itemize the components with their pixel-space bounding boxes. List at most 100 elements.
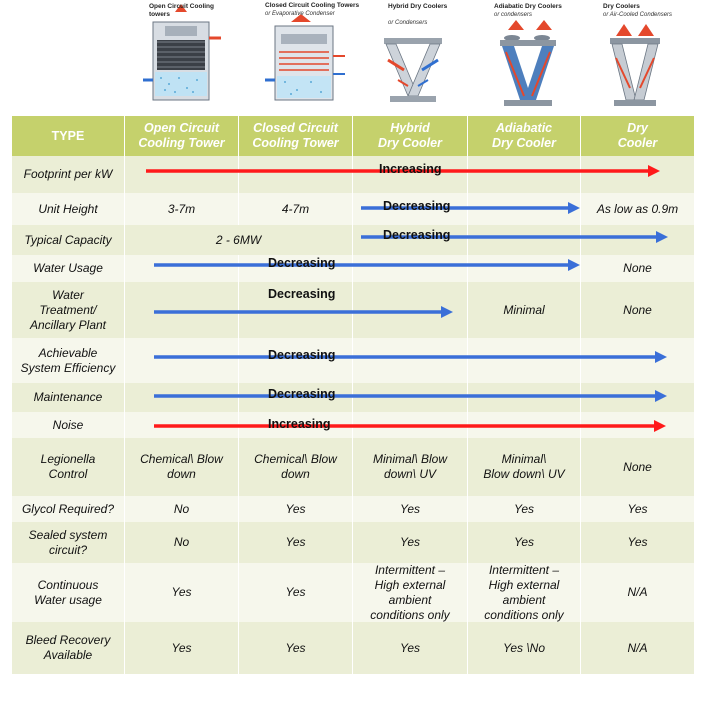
table-cell: Yes xyxy=(239,622,353,674)
table-cell xyxy=(353,383,468,412)
table-cell xyxy=(468,255,581,282)
row-label: Glycol Required? xyxy=(12,496,125,522)
image-title: Adiabatic Dry Coolers xyxy=(494,3,562,10)
table-cell-text: N/A xyxy=(627,640,648,655)
table-cell: Yes xyxy=(353,522,468,563)
table-cell: Yes xyxy=(468,522,581,563)
table-cell-text: Yes \No xyxy=(502,640,546,655)
table-cell: 3-7m xyxy=(125,193,239,225)
table-cell: Yes xyxy=(468,496,581,522)
table-cell: 4-7m xyxy=(239,193,353,225)
table-cell-text: Yes xyxy=(171,585,192,599)
table-cell xyxy=(468,338,581,383)
image-title: Dry Coolers xyxy=(603,3,640,10)
table-cell-text: Yes xyxy=(627,535,648,549)
row-label: Noise xyxy=(12,412,125,438)
row-label: Water Treatment/ Ancillary Plant xyxy=(12,282,125,338)
table-cell xyxy=(581,225,695,255)
image-title: Open Circuit Cooling towers xyxy=(149,3,214,18)
table-row-noise: Noise xyxy=(12,412,695,438)
table-cell: None xyxy=(581,255,695,282)
table-cell-text: None xyxy=(623,261,652,275)
table-cell: Minimal\ Blow down\ UV xyxy=(468,438,581,496)
row-label-text: Glycol Required? xyxy=(21,501,115,516)
header-column-5: Dry Cooler xyxy=(581,116,695,156)
table-cell: Chemical\ Blow down xyxy=(125,438,239,496)
table-cell xyxy=(353,282,468,338)
table-cell xyxy=(353,156,468,193)
dry-cooler-illustration: Dry Coolers or Air-Cooled Condensers xyxy=(596,0,704,114)
header-type-cell: TYPE xyxy=(12,116,125,156)
table-cell xyxy=(239,383,353,412)
table-cell: Yes xyxy=(353,496,468,522)
table-cell-text: Minimal\ Blow down\ UV xyxy=(372,452,447,481)
table-cell xyxy=(468,193,581,225)
table-cell: Yes xyxy=(581,522,695,563)
table-cell-text: Intermittent – High external ambient con… xyxy=(370,562,450,622)
table-cell-text: Chemical\ Blow down xyxy=(254,452,337,481)
image-title: Closed Circuit Cooling Towers xyxy=(265,2,360,9)
table-cell-text: Yes xyxy=(399,535,420,549)
header-column-4-text: Adiabatic Dry Cooler xyxy=(492,121,556,150)
table-cell: Yes xyxy=(353,622,468,674)
row-label: Continuous Water usage xyxy=(12,563,125,622)
table-cell-text: Yes xyxy=(285,585,306,599)
table-cell: Intermittent – High external ambient con… xyxy=(468,563,581,622)
row-label: Bleed Recovery Available xyxy=(12,622,125,674)
table-cell-text: Yes xyxy=(171,640,192,655)
header-column-2-text: Closed Circuit Cooling Tower xyxy=(252,121,339,150)
table-cell-text: As low as 0.9m xyxy=(596,201,679,216)
table-cell xyxy=(468,383,581,412)
table-cell-text: 2 - 6MW xyxy=(215,232,262,247)
table-cell xyxy=(239,282,353,338)
row-label: Unit Height xyxy=(12,193,125,225)
table-cell: N/A xyxy=(581,563,695,622)
table-cell-text: Yes xyxy=(513,535,534,549)
table-cell-text: N/A xyxy=(627,585,648,599)
image-title: Hybrid Dry Coolers xyxy=(388,3,448,10)
row-label-text: Footprint per kW xyxy=(23,167,113,181)
header-column-1-text: Open Circuit Cooling Tower xyxy=(138,121,225,150)
table-cell: Yes xyxy=(239,522,353,563)
header-row: TYPE Open Circuit Cooling Tower Closed Cir… xyxy=(12,116,695,156)
closed-circuit-tower-illustration: Closed Circuit Cooling Towers or Evapora… xyxy=(255,0,365,114)
table-cell: Yes xyxy=(125,622,239,674)
table-cell: Minimal xyxy=(468,282,581,338)
table-cell xyxy=(239,338,353,383)
table-cell xyxy=(125,338,239,383)
table-cell-text: 4-7m xyxy=(281,201,310,216)
row-label-text: Maintenance xyxy=(33,390,103,404)
table-cell-text: Minimal\ Blow down\ UV xyxy=(483,452,565,481)
table-cell: Yes xyxy=(239,496,353,522)
header-column-3-text: Hybrid Dry Cooler xyxy=(378,121,442,150)
row-label: Achievable System Efficiency xyxy=(12,338,125,383)
table-cell xyxy=(125,412,239,438)
table-cell: 2 - 6MW xyxy=(125,225,353,255)
table-cell xyxy=(239,412,353,438)
table-cell xyxy=(581,412,695,438)
table-cell xyxy=(125,156,239,193)
table-cell: As low as 0.9m xyxy=(581,193,695,225)
table-cell-text: Yes xyxy=(513,501,534,516)
table-cell: Intermittent – High external ambient con… xyxy=(353,563,468,622)
hybrid-dry-cooler-illustration: Hybrid Dry Coolers or Condensers xyxy=(378,0,458,114)
illustration-strip: Open Circuit Cooling towers Closed Circu… xyxy=(0,0,704,114)
table-cell xyxy=(125,282,239,338)
table-cell xyxy=(239,255,353,282)
row-label-text: Noise xyxy=(52,417,84,432)
table-cell-text: Yes xyxy=(399,640,420,655)
table-cell: No xyxy=(125,522,239,563)
table-cell-text: None xyxy=(623,459,652,474)
table-cell xyxy=(581,338,695,383)
row-label-text: Continuous Water usage xyxy=(34,577,102,607)
table-cell: N/A xyxy=(581,622,695,674)
row-label-text: Achievable System Efficiency xyxy=(20,345,116,375)
table-row-footprint-per-kw: Footprint per kW xyxy=(12,156,695,193)
image-subtitle: or Air-Cooled Condensers xyxy=(603,12,673,18)
table-cell-text: No xyxy=(173,501,190,516)
table-cell: Yes xyxy=(125,563,239,622)
